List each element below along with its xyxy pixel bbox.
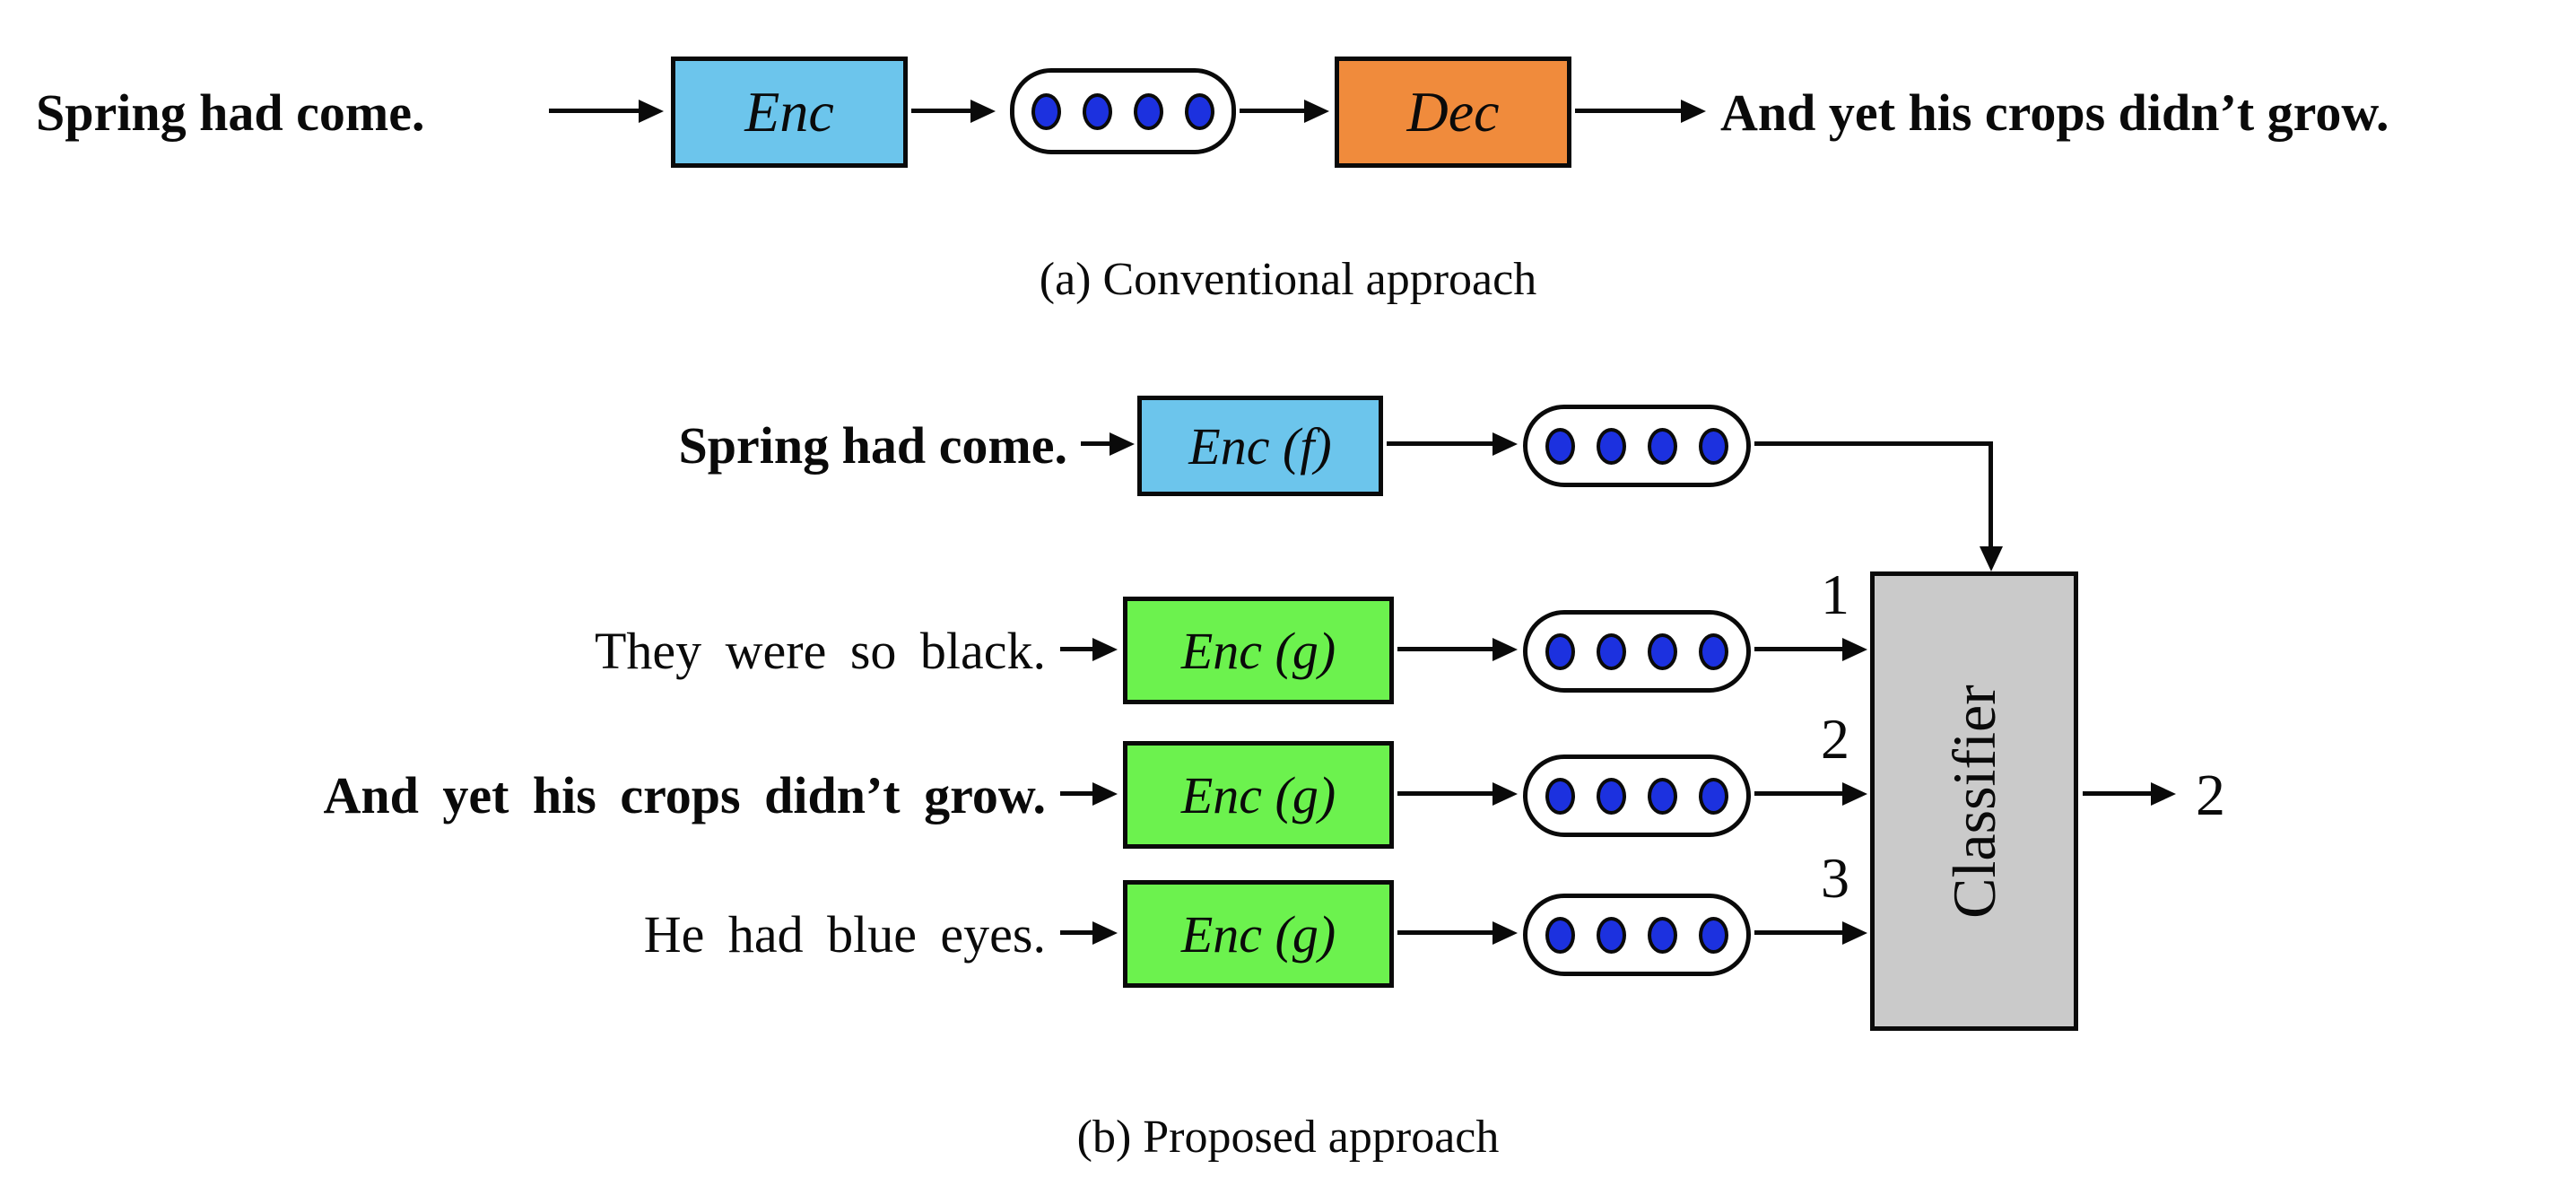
arrow-b-encoder1-to-embedding: [1397, 637, 1518, 661]
classifier-box: Classifier: [1870, 571, 2078, 1031]
arrow-b-source-to-encoder: [1081, 432, 1135, 456]
embedding-dot: [1648, 777, 1677, 815]
panel-b-caption: (b) Proposed approach: [1076, 1112, 1500, 1163]
embedding-pill: [1523, 755, 1751, 837]
encoder-g-label-1: Enc (g): [1180, 621, 1336, 680]
embedding-dot: [1083, 92, 1112, 130]
arrow-classifier-to-output: [2083, 781, 2176, 806]
panel-a-output-text: And yet his crops didn’t grow.: [1720, 83, 2389, 142]
embedding-dot: [1597, 777, 1626, 815]
classifier-label: Classifier: [1939, 684, 2008, 919]
embedding-pill: [1523, 894, 1751, 976]
embedding-dot: [1597, 916, 1626, 954]
embedding-pill: [1010, 68, 1236, 154]
embedding-dot: [1545, 777, 1575, 815]
classifier-output-value: 2: [2196, 763, 2225, 828]
panel-a-input-text: Spring had come.: [36, 83, 425, 142]
arrow-b-encoder2-to-embedding: [1397, 781, 1518, 806]
embedding-dot: [1545, 916, 1575, 954]
embedding-dot: [1699, 632, 1728, 670]
candidate-3-index: 3: [1821, 846, 1849, 910]
arrow-a-encoder-to-embedding: [911, 99, 996, 123]
encoder-f-label: Enc (f): [1188, 416, 1332, 475]
panel-a-caption: (a) Conventional approach: [1039, 254, 1537, 305]
arrow-b-cand2-to-encoder: [1060, 781, 1118, 806]
decoder-label-a: Dec: [1406, 80, 1500, 144]
candidate-2-text: And yet his crops didn’t grow.: [323, 766, 1046, 824]
arrow-b-embedding2-to-classifier: [1754, 781, 1867, 806]
embedding-dot: [1134, 92, 1163, 130]
embedding-dot: [1699, 777, 1728, 815]
candidate-3-text: He had blue eyes.: [643, 905, 1046, 964]
encoder-g-label-3: Enc (g): [1180, 904, 1336, 964]
candidate-1-index: 1: [1821, 563, 1849, 626]
encoder-g-label-2: Enc (g): [1180, 765, 1336, 824]
arrow-a-embedding-to-decoder: [1240, 99, 1329, 123]
embedding-dot: [1648, 916, 1677, 954]
arrow-b-cand3-to-encoder: [1060, 920, 1118, 945]
embedding-dot: [1031, 92, 1061, 130]
arrow-b-embedding3-to-classifier: [1754, 920, 1867, 945]
embedding-dot: [1597, 632, 1626, 670]
arrow-b-encoder-f-to-embedding: [1387, 432, 1518, 456]
arrow-b-cand1-to-encoder: [1060, 637, 1118, 661]
encoder-g-box-1: Enc (g): [1123, 597, 1394, 704]
embedding-dot: [1597, 427, 1626, 465]
encoder-g-box-3: Enc (g): [1123, 880, 1394, 988]
encoder-label-a: Enc: [744, 80, 834, 144]
decoder-box-a: Dec: [1335, 57, 1571, 168]
encoder-box-a: Enc: [671, 57, 908, 168]
encoder-f-box: Enc (f): [1137, 396, 1383, 496]
arrow-a-decoder-to-output: [1575, 99, 1706, 123]
candidate-2-index: 2: [1821, 707, 1849, 771]
panel-b-source-text: Spring had come.: [678, 416, 1067, 475]
connector-source-down-arrow: [1979, 441, 2003, 571]
embedding-pill: [1523, 610, 1751, 693]
embedding-pill: [1523, 405, 1751, 487]
embedding-dot: [1545, 632, 1575, 670]
arrow-b-encoder3-to-embedding: [1397, 920, 1518, 945]
embedding-dot: [1648, 427, 1677, 465]
embedding-dot: [1185, 92, 1214, 130]
connector-source-horizontal: [1754, 441, 1993, 446]
embedding-dot: [1545, 427, 1575, 465]
embedding-dot: [1648, 632, 1677, 670]
arrow-b-embedding1-to-classifier: [1754, 637, 1867, 661]
embedding-dot: [1699, 916, 1728, 954]
encoder-g-box-2: Enc (g): [1123, 741, 1394, 849]
embedding-dot: [1699, 427, 1728, 465]
arrow-a-input-to-encoder: [549, 99, 664, 123]
candidate-1-text: They were so black.: [594, 622, 1046, 680]
